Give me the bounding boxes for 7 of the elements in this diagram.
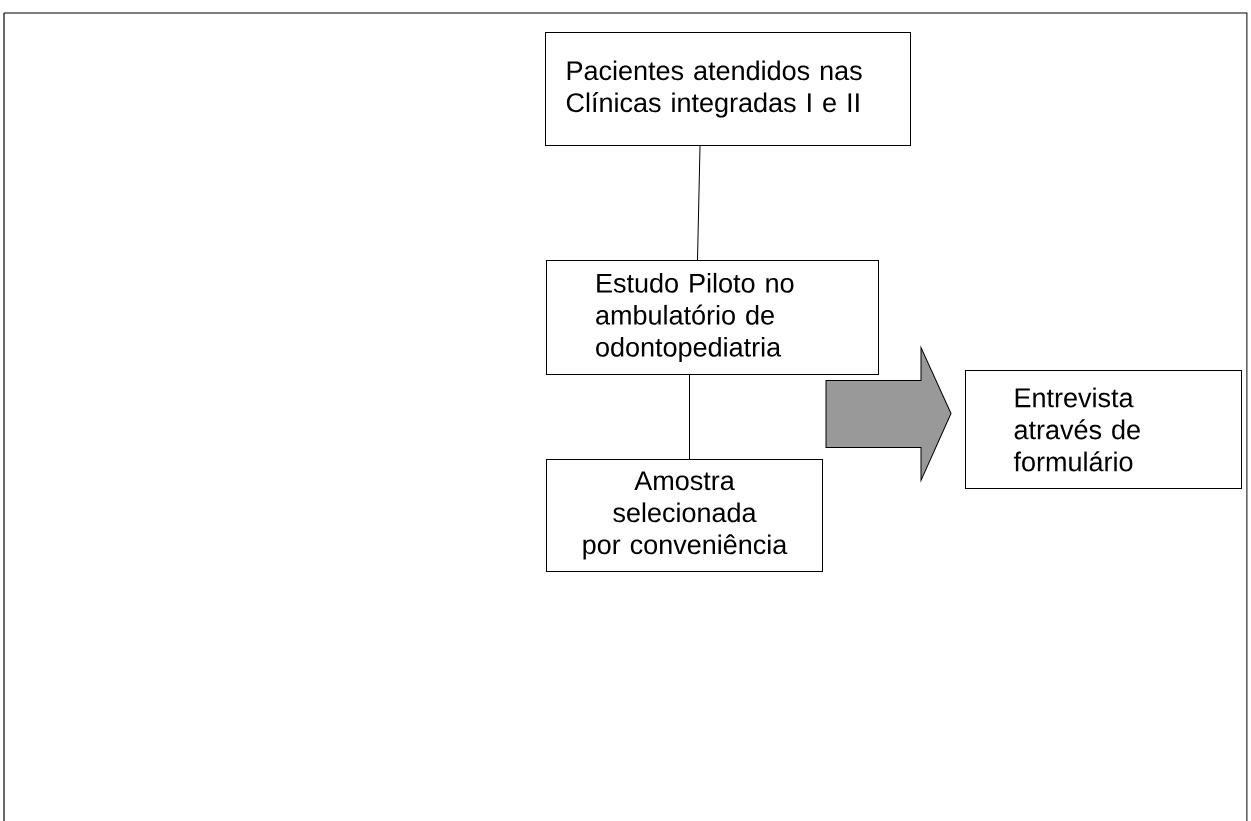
process-box: Estudo Piloto no ambulatório de odontopediatria bbox=[546, 260, 879, 375]
connector-line bbox=[697, 145, 701, 261]
process-box: Entrevista através de formulário bbox=[965, 370, 1242, 489]
process-box: Pacientes atendidos nas Clínicas integradas I e II bbox=[545, 32, 911, 146]
block-arrow bbox=[825, 347, 952, 481]
process-box: Amostra selecionada por conveniência bbox=[546, 459, 823, 572]
connector-line bbox=[689, 374, 690, 460]
